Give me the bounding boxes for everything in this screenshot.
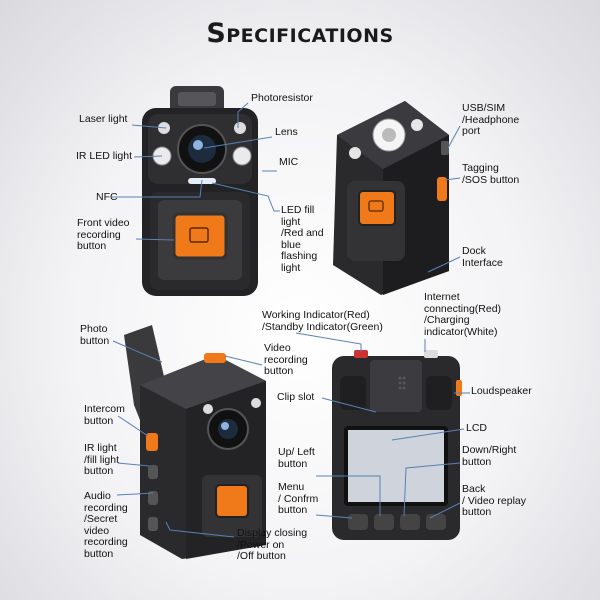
camera-side-view: [124, 325, 266, 559]
label-ir-led-light: IR LED light: [76, 150, 133, 162]
label-display-closing-button: Display closing/Power on/Off button: [237, 527, 308, 562]
camera-angled-view: [333, 101, 449, 295]
label-laser-light: Laser light: [79, 113, 128, 125]
label-tagging-sos: Tagging/SOS button: [462, 162, 520, 186]
label-working-indicator: Working Indicator(Red)/Standby Indicator…: [262, 309, 383, 333]
label-lcd: LCD: [466, 422, 488, 434]
label-mic: MIC: [279, 156, 299, 168]
page-title: Specifications: [206, 18, 394, 49]
camera-back-view: [332, 350, 462, 540]
label-lens: Lens: [275, 126, 298, 138]
label-nfc: NFC: [96, 191, 118, 203]
label-photoresistor: Photoresistor: [251, 92, 313, 104]
label-loudspeaker: Loudspeaker: [471, 385, 532, 397]
label-clip-slot: Clip slot: [277, 391, 315, 403]
camera-front-view: [142, 86, 258, 296]
